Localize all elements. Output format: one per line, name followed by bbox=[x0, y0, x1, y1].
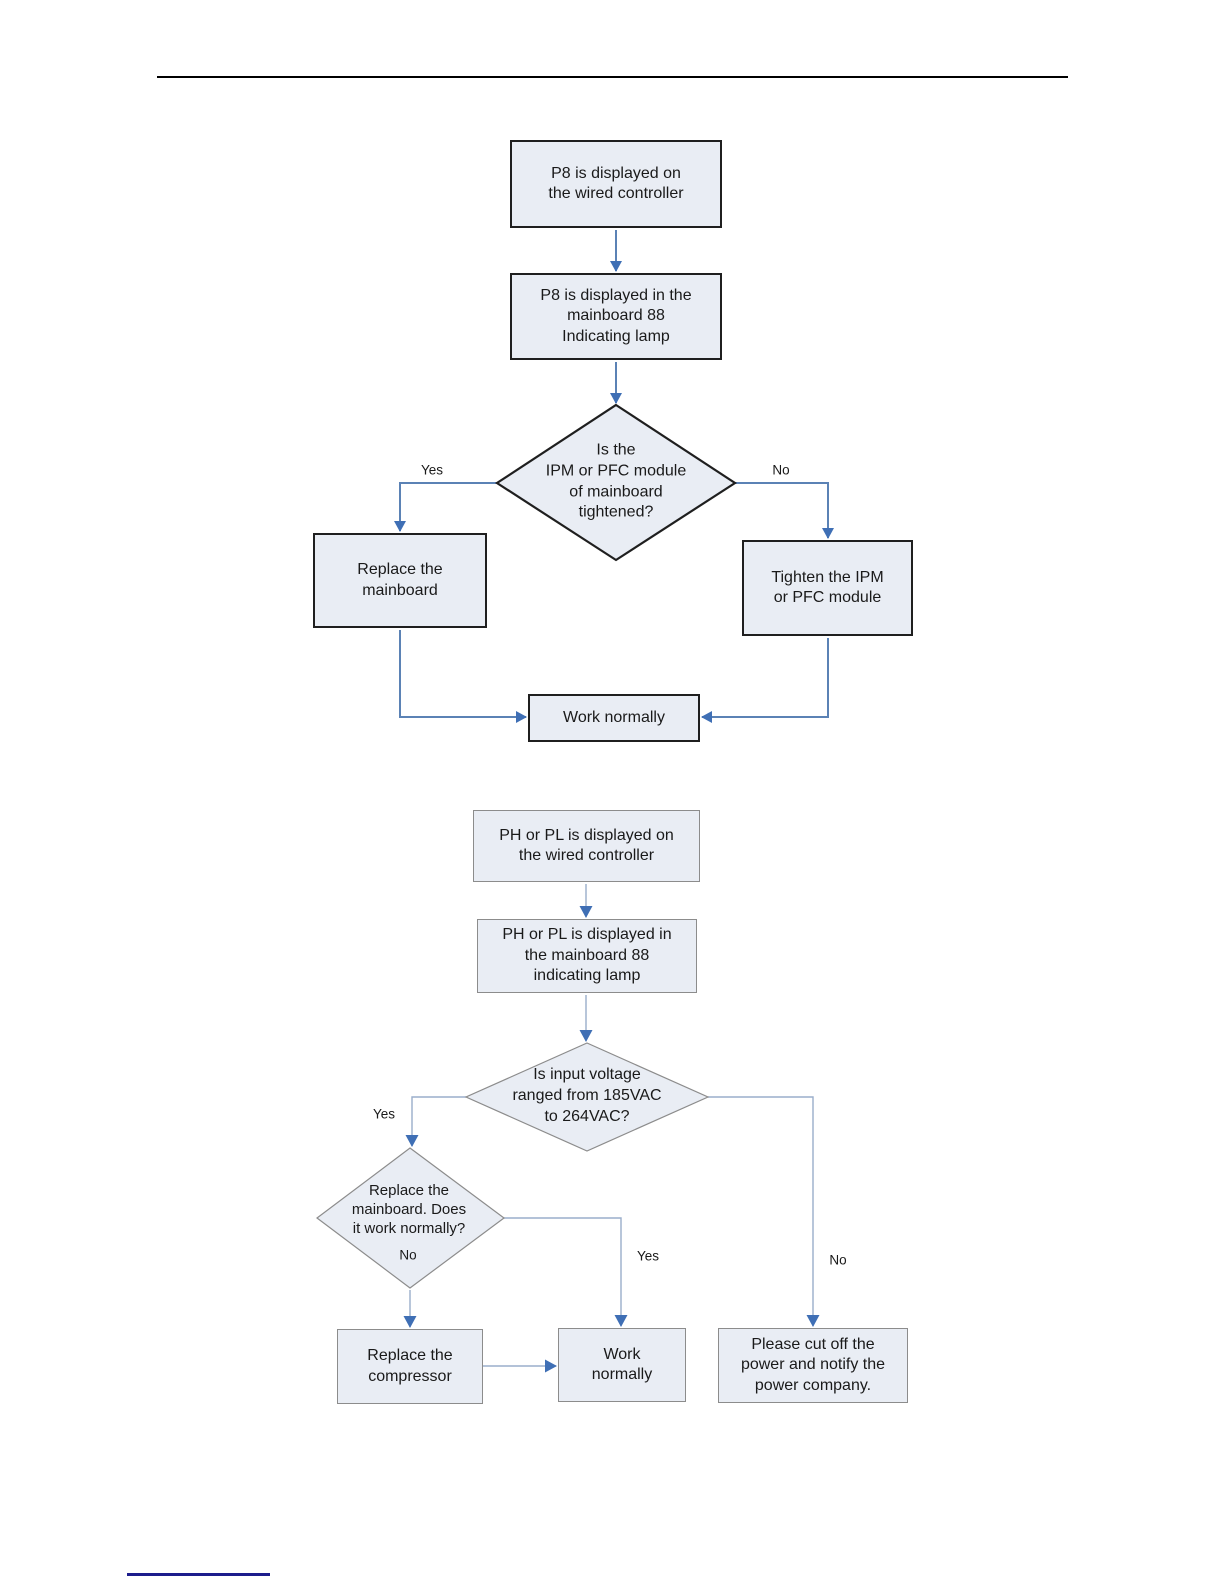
process-box-replace-mainboard: Replace the mainboard bbox=[313, 533, 487, 628]
process-box-cut-off-power: Please cut off the power and notify the … bbox=[718, 1328, 908, 1403]
header-rule bbox=[157, 76, 1068, 78]
edge-replace-work-1 bbox=[399, 630, 527, 723]
edge-decision-no-1 bbox=[735, 482, 834, 539]
decision-label-replace-mainboard: Replace the mainboard. Does it work norm… bbox=[351, 1182, 467, 1238]
edge-replace-yes bbox=[504, 1217, 628, 1327]
branch-label-no-1: No bbox=[772, 462, 790, 478]
branch-label-yes-1: Yes bbox=[420, 462, 444, 478]
process-box-ph-pl-mainboard-lamp: PH or PL is displayed in the mainboard 8… bbox=[477, 919, 697, 993]
process-box-ph-pl-wired-controller: PH or PL is displayed on the wired contr… bbox=[473, 810, 700, 882]
decision-diamond-input-voltage bbox=[464, 1042, 710, 1152]
process-box-replace-compressor: Replace the compressor bbox=[337, 1329, 483, 1404]
process-box-p8-mainboard-lamp: P8 is displayed in the mainboard 88 Indi… bbox=[510, 273, 722, 360]
decision-label-input-voltage: Is input voltage ranged from 185VAC to 2… bbox=[512, 1065, 662, 1125]
edge-decision-yes-1 bbox=[394, 482, 497, 532]
process-box-p8-wired-controller: P8 is displayed on the wired controller bbox=[510, 140, 722, 228]
process-box-tighten-module: Tighten the IPM or PFC module bbox=[742, 540, 913, 636]
footnote-rule bbox=[127, 1573, 270, 1576]
branch-label-yes-left: Yes bbox=[372, 1106, 396, 1122]
decision-diamond-replace-mainboard bbox=[316, 1147, 506, 1289]
decision-label-module-tightened: Is the IPM or PFC module of mainboard ti… bbox=[545, 441, 687, 521]
branch-label-no-right: No bbox=[829, 1252, 847, 1268]
edge-voltage-no bbox=[708, 1096, 820, 1327]
branch-label-yes-mid: Yes bbox=[636, 1248, 660, 1264]
edge-tighten-work-1 bbox=[701, 638, 829, 723]
branch-label-no-inside-diamond: No bbox=[399, 1247, 417, 1263]
terminal-box-work-normally-1: Work normally bbox=[528, 694, 700, 742]
terminal-box-work-normally-2: Work normally bbox=[558, 1328, 686, 1402]
edge-voltage-yes bbox=[405, 1096, 466, 1147]
decision-diamond-module-tightened bbox=[494, 403, 738, 562]
